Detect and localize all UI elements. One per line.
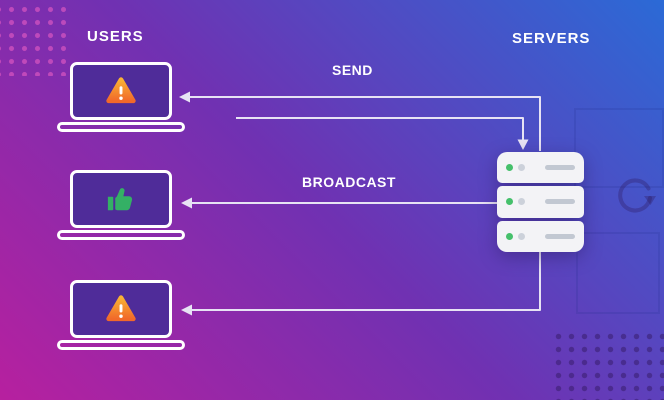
user-laptop-2 (57, 170, 185, 240)
user-laptop-1 (57, 62, 185, 132)
user-laptop-3 (57, 280, 185, 350)
server-icon (497, 152, 584, 252)
decorative-rectangle-top (574, 108, 664, 188)
status-led-gray (518, 164, 525, 172)
status-led-green (506, 232, 513, 240)
drive-slot (545, 165, 575, 171)
laptop-screen (70, 170, 172, 228)
drive-slot (545, 199, 575, 205)
server-unit (497, 152, 584, 184)
server-unit (497, 220, 584, 252)
laptop-base (57, 230, 185, 240)
status-led-green (506, 198, 513, 206)
warning-icon (106, 295, 136, 322)
decorative-rectangle-bottom (576, 232, 660, 314)
warning-icon (106, 77, 136, 104)
broadcast-label: BROADCAST (302, 174, 396, 190)
laptop-base (57, 340, 185, 350)
server-unit (497, 186, 584, 218)
thumbs-up-icon (107, 188, 133, 211)
status-led-gray (518, 198, 525, 206)
users-title: USERS (87, 28, 144, 45)
drive-slot (545, 233, 575, 239)
servers-title: SERVERS (512, 30, 591, 47)
laptop-screen (70, 280, 172, 338)
status-led-green (506, 164, 513, 172)
send-label: SEND (332, 62, 373, 78)
laptop-screen (70, 62, 172, 120)
status-led-gray (518, 232, 525, 240)
laptop-base (57, 122, 185, 132)
refresh-icon (618, 178, 656, 213)
